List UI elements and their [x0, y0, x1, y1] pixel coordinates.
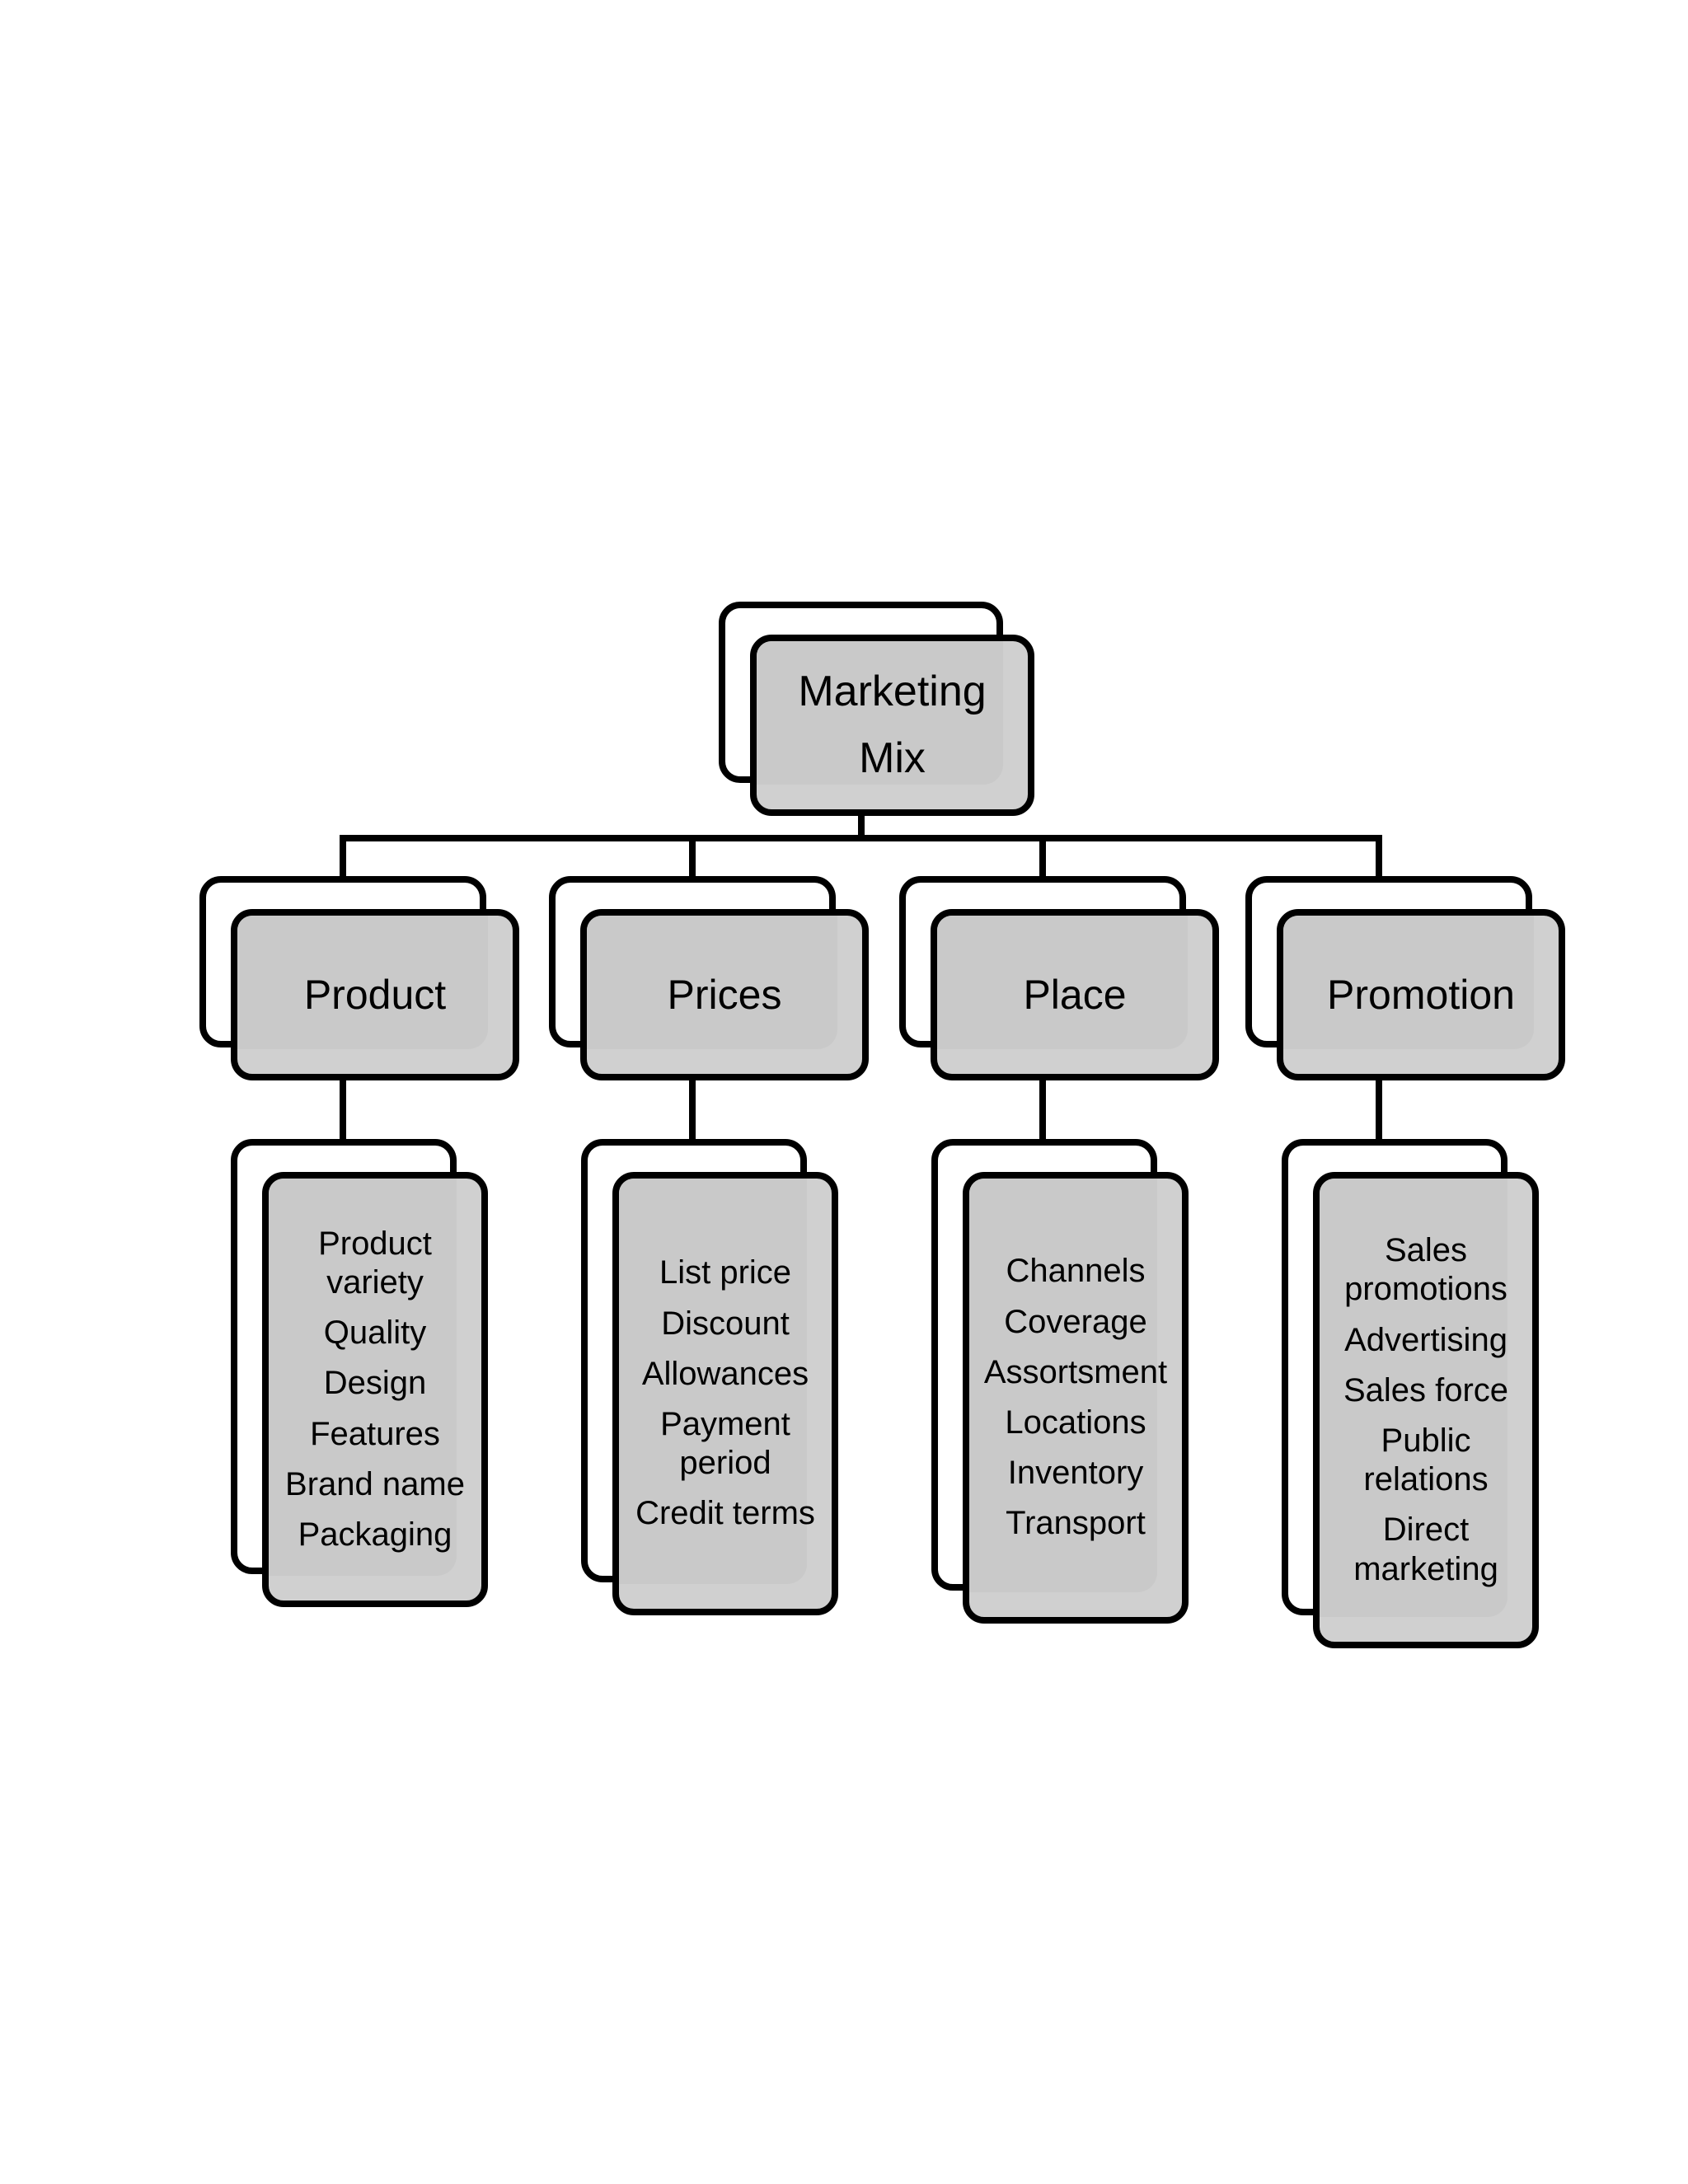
node-product[interactable]: Product — [199, 876, 519, 1080]
prices-label: Prices — [667, 971, 782, 1018]
list-item: Sales force — [1343, 1371, 1509, 1408]
list-item: Transport — [1006, 1505, 1146, 1542]
product-items-card[interactable]: Product variety Quality Design Features … — [262, 1172, 488, 1607]
list-item: Design — [323, 1365, 427, 1402]
list-item: Brand name — [285, 1465, 465, 1502]
promotion-items-list: Sales promotions Advertising Sales force… — [1320, 1231, 1532, 1589]
node-marketing-mix[interactable]: Marketing Mix — [719, 602, 1036, 816]
connector-horizontal-bus — [340, 835, 1382, 841]
list-item: Packaging — [298, 1516, 452, 1553]
list-item: Features — [310, 1415, 440, 1452]
list-item: Assortsment — [983, 1353, 1168, 1390]
list-item: Locations — [1005, 1404, 1146, 1441]
connector-drop-promotion — [1376, 835, 1382, 878]
list-item: Inventory — [1007, 1455, 1144, 1492]
connector-drop-place — [1039, 835, 1046, 878]
list-item: Allowances — [641, 1355, 809, 1392]
promotion-label: Promotion — [1327, 971, 1515, 1018]
node-product-items[interactable]: Product variety Quality Design Features … — [231, 1139, 488, 1607]
list-item: Public relations — [1363, 1422, 1489, 1498]
marketing-mix-label: Marketing Mix — [798, 668, 987, 782]
list-item: Credit terms — [635, 1495, 815, 1532]
list-item: Direct marketing — [1353, 1511, 1498, 1587]
node-promotion[interactable]: Promotion — [1245, 876, 1565, 1080]
connector-root-stem — [858, 814, 865, 838]
list-item: Coverage — [1004, 1303, 1147, 1340]
marketing-mix-card[interactable]: Marketing Mix — [750, 635, 1034, 816]
product-items-list: Product variety Quality Design Features … — [269, 1225, 481, 1554]
product-card[interactable]: Product — [231, 909, 519, 1080]
node-place[interactable]: Place — [899, 876, 1219, 1080]
prices-items-card[interactable]: List price Discount Allowances Payment p… — [612, 1172, 838, 1615]
product-label: Product — [303, 971, 447, 1018]
place-items-list: Channels Coverage Assortsment Locations … — [969, 1252, 1182, 1543]
connector-place-to-leaf — [1039, 1080, 1046, 1139]
node-promotion-items[interactable]: Sales promotions Advertising Sales force… — [1282, 1139, 1539, 1648]
list-item: Discount — [661, 1305, 790, 1342]
place-items-card[interactable]: Channels Coverage Assortsment Locations … — [963, 1172, 1189, 1624]
node-prices[interactable]: Prices — [549, 876, 869, 1080]
prices-card[interactable]: Prices — [580, 909, 869, 1080]
connector-drop-prices — [689, 835, 696, 878]
node-prices-items[interactable]: List price Discount Allowances Payment p… — [581, 1139, 838, 1615]
node-place-items[interactable]: Channels Coverage Assortsment Locations … — [931, 1139, 1189, 1624]
promotion-items-card[interactable]: Sales promotions Advertising Sales force… — [1313, 1172, 1539, 1648]
list-item: Channels — [1006, 1253, 1146, 1290]
connector-promotion-to-leaf — [1376, 1080, 1382, 1139]
connector-product-to-leaf — [340, 1080, 346, 1139]
place-label: Place — [1023, 971, 1127, 1018]
list-item: Sales promotions — [1344, 1232, 1507, 1308]
list-item: Payment period — [660, 1406, 790, 1482]
promotion-card[interactable]: Promotion — [1277, 909, 1565, 1080]
list-item: List price — [659, 1254, 792, 1291]
connector-drop-product — [340, 835, 346, 878]
list-item: Product variety — [318, 1225, 432, 1301]
list-item: Quality — [323, 1315, 427, 1352]
connector-prices-to-leaf — [689, 1080, 696, 1139]
list-item: Advertising — [1344, 1321, 1507, 1358]
place-card[interactable]: Place — [931, 909, 1219, 1080]
prices-items-list: List price Discount Allowances Payment p… — [619, 1254, 832, 1533]
